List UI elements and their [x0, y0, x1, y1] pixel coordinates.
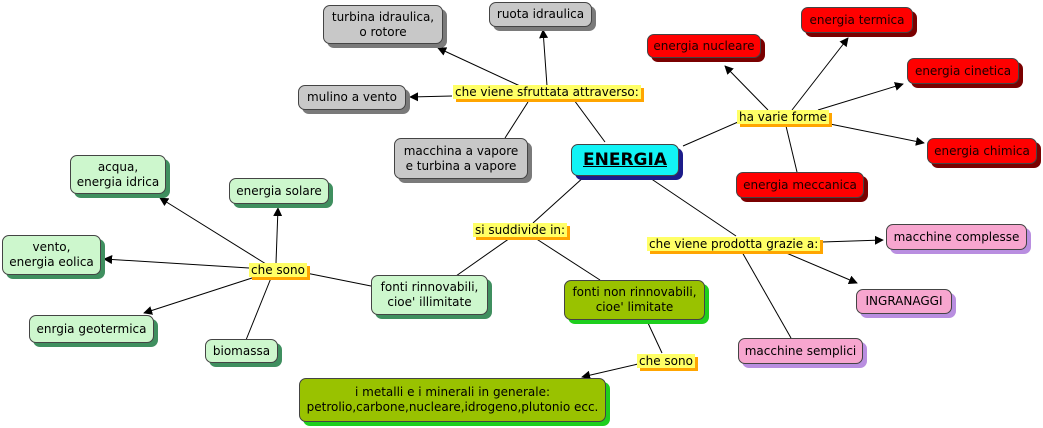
- node-metalli[interactable]: i metalli e i minerali in generale: petr…: [299, 378, 606, 422]
- node-meccanica[interactable]: energia meccanica: [736, 172, 864, 198]
- link-nonrinnovabili-chesono: [647, 322, 663, 354]
- arrow-to-termica: [791, 37, 849, 111]
- node-acqua[interactable]: acqua, energia idrica: [70, 155, 166, 194]
- phrase-che-sono-bottom: che sono: [637, 354, 695, 368]
- link-suddivide-nonrinnovabili: [534, 237, 601, 281]
- node-cinetica[interactable]: energia cinetica: [907, 58, 1019, 84]
- link-biomassa: [245, 277, 272, 341]
- arrow-to-acqua: [159, 197, 267, 265]
- node-macchina-vapore[interactable]: macchina a vapore e turbina a vapore: [394, 138, 528, 179]
- node-nucleare[interactable]: energia nucleare: [647, 34, 761, 58]
- link-energia-forme: [682, 121, 739, 147]
- node-rinnovabili[interactable]: fonti rinnovabili, cioe' illimitate: [371, 275, 488, 315]
- arrow-to-complesse: [821, 235, 884, 245]
- node-biomassa[interactable]: biomassa: [205, 339, 278, 363]
- link-meccanica: [785, 125, 798, 173]
- node-chimica[interactable]: energia chimica: [927, 138, 1037, 164]
- arrow-to-metalli: [581, 363, 639, 380]
- arrow-to-geotermica: [143, 277, 253, 315]
- link-semplici: [741, 251, 792, 339]
- node-geotermica[interactable]: enrgia geotermica: [29, 315, 154, 343]
- arrow-to-chimica: [829, 123, 925, 146]
- link-energia-suddivide: [532, 175, 586, 224]
- arrow-to-ruota: [539, 29, 549, 87]
- node-termica[interactable]: energia termica: [801, 7, 913, 33]
- arrow-to-mulino: [409, 92, 453, 102]
- node-solare[interactable]: energia solare: [229, 178, 329, 204]
- node-ruota[interactable]: ruota idraulica: [489, 2, 592, 27]
- arrow-to-vento: [103, 255, 250, 269]
- link-energia-prodotta: [649, 177, 737, 237]
- link-macchina-vapore: [504, 101, 529, 139]
- node-semplici[interactable]: macchine semplici: [738, 338, 863, 364]
- arrow-to-solare: [273, 207, 283, 264]
- node-ingranaggi[interactable]: INGRANAGGI: [856, 289, 952, 314]
- energia-node[interactable]: ENERGIA: [571, 144, 679, 176]
- node-complesse[interactable]: macchine complesse: [886, 224, 1027, 250]
- node-mulino[interactable]: mulino a vento: [298, 85, 406, 110]
- node-non-rinnovabili[interactable]: fonti non rinnovabili, cioe' limitate: [564, 280, 705, 320]
- node-turbina[interactable]: turbina idraulica, o rotore: [323, 5, 443, 44]
- phrase-sfruttata: che viene sfruttata attraverso:: [453, 85, 641, 99]
- phrase-suddivide: si suddivide in:: [473, 223, 568, 237]
- phrase-che-sono-left: che sono: [249, 263, 307, 277]
- link-suddivide-rinnovabili: [455, 237, 511, 277]
- arrow-to-cinetica: [817, 82, 904, 111]
- node-vento[interactable]: vento, energia eolica: [2, 235, 101, 275]
- link-energia-sfruttata: [573, 99, 606, 143]
- arrow-to-nucleare: [724, 65, 769, 111]
- phrase-prodotta: che viene prodotta grazie a:: [647, 237, 821, 251]
- phrase-forme: ha varie forme: [737, 110, 830, 124]
- arrow-to-ingranaggi: [783, 251, 858, 284]
- link-rinnovabili-chesono: [305, 272, 372, 287]
- arrow-to-turbina: [437, 47, 521, 87]
